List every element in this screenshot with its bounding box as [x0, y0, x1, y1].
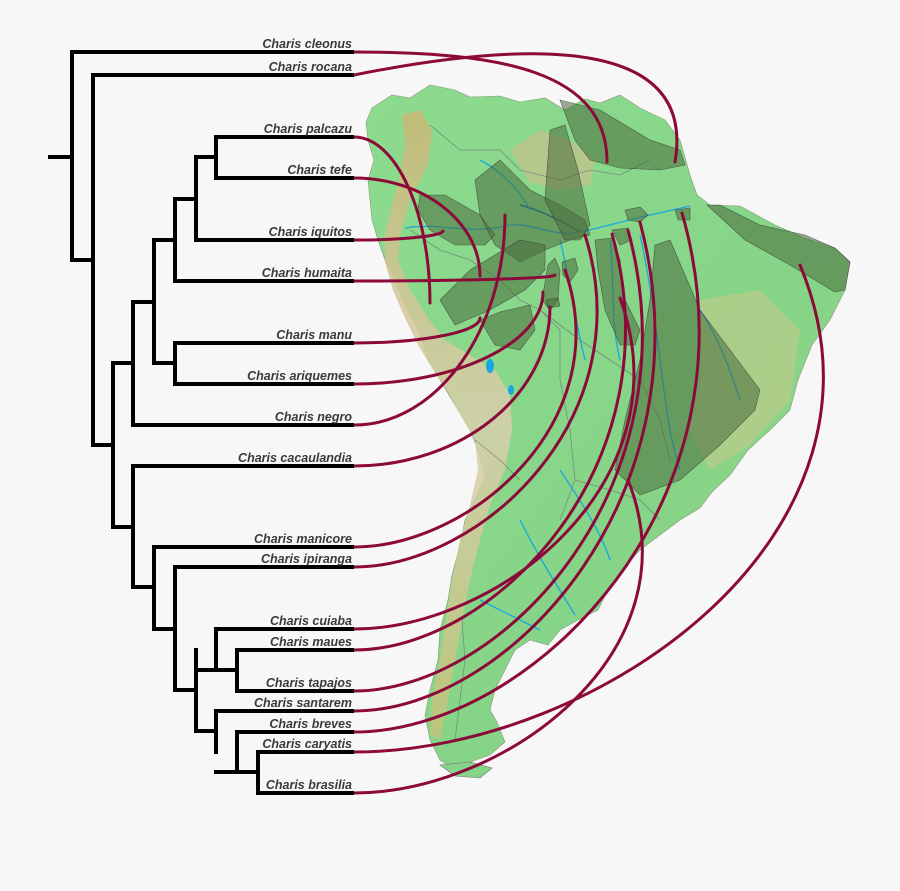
taxon-label: Charis humaita: [262, 266, 352, 280]
range-small-3: [545, 297, 561, 309]
taxon-label: Charis maues: [270, 635, 352, 649]
continent-landmass: [365, 84, 851, 771]
link-curve: [352, 220, 657, 713]
taxon-label: Charis iquitos: [269, 225, 352, 239]
range-tefe-humaita: [439, 239, 546, 326]
link-curve: [352, 232, 627, 652]
species-ranges: [417, 99, 851, 496]
link-curve: [352, 211, 701, 734]
taxon-label: Charis tapajos: [266, 676, 352, 690]
lake-titicaca: [486, 359, 494, 373]
taxon-label: Charis caryatis: [262, 737, 352, 751]
link-curve: [352, 290, 545, 386]
range-manu: [479, 304, 536, 351]
taxon-label: Charis palcazu: [264, 122, 353, 136]
link-curve: [352, 213, 507, 427]
link-curve: [352, 478, 644, 795]
taxon-label: Charis ipiranga: [261, 552, 352, 566]
taxon-label: Charis santarem: [254, 696, 352, 710]
lake-poopo: [508, 385, 514, 395]
taxon-label: Charis manu: [276, 328, 352, 342]
taxon-label: Charis cleonus: [262, 37, 352, 51]
taxon-label: Charis cacaulandia: [238, 451, 352, 465]
link-curve: [352, 273, 557, 283]
link-curve: [352, 229, 445, 242]
taxon-label: Charis breves: [269, 717, 352, 731]
taxon-label: Charis ariquemes: [247, 369, 352, 383]
phylogenetic-tree: [48, 50, 354, 795]
taxon-label: Charis negro: [275, 410, 352, 424]
range-tapajos: [624, 206, 649, 223]
taxon-label: Charis cuiaba: [270, 614, 352, 628]
taxon-label: Charis tefe: [287, 163, 352, 177]
taxon-range-links: [352, 50, 825, 795]
link-curve: [352, 176, 482, 278]
range-cleonus-rocana: [559, 99, 686, 171]
link-curve: [352, 52, 679, 164]
link-curve: [352, 305, 552, 468]
link-curve: [352, 296, 636, 631]
range-cuiaba: [614, 239, 761, 496]
link-curve: [352, 50, 609, 164]
link-curve: [352, 263, 825, 754]
link-curve: [352, 233, 599, 569]
range-ipiranga: [544, 124, 591, 241]
taxon-label: Charis brasilia: [266, 778, 352, 792]
taxon-label: Charis rocana: [269, 60, 352, 74]
link-curve: [352, 228, 644, 693]
range-caryatis: [706, 204, 851, 293]
link-curve: [352, 316, 482, 345]
link-curve: [352, 268, 578, 549]
taxon-label: Charis manicore: [254, 532, 352, 546]
